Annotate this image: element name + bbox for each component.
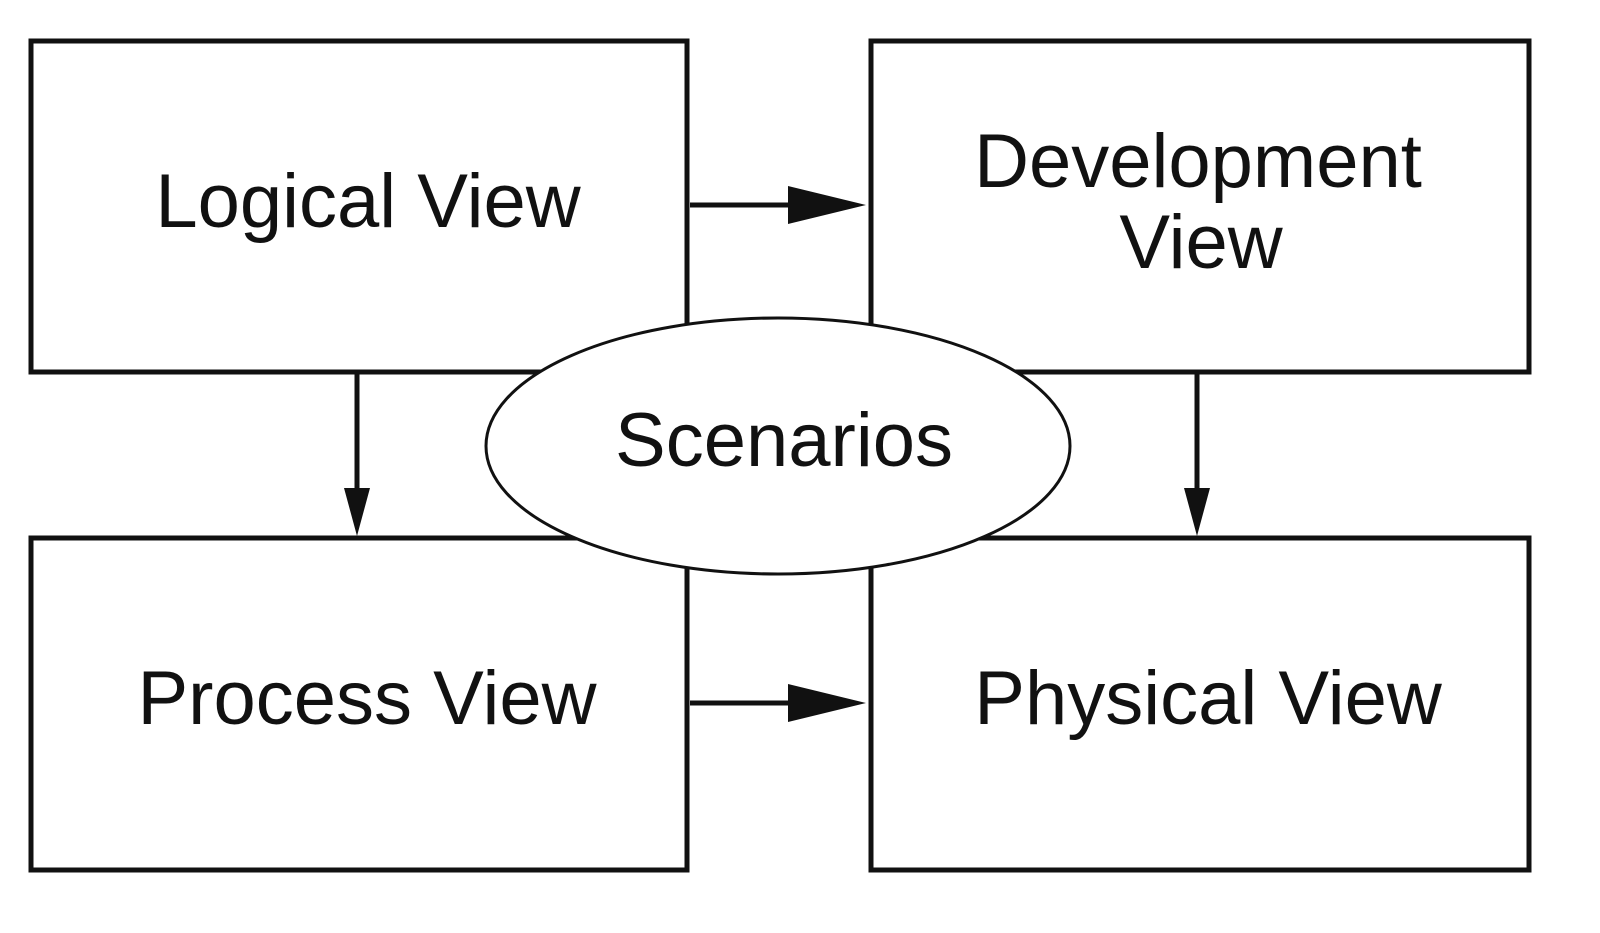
physical-view-label: Physical View	[974, 656, 1443, 741]
arrowhead-down-icon	[344, 488, 370, 536]
edge-process-to-physical	[690, 684, 866, 722]
development-view-box	[868, 38, 1532, 375]
logical-view-box	[28, 38, 690, 375]
logical-view-label: Logical View	[155, 159, 581, 244]
development-view-label-line1: Development	[974, 119, 1422, 204]
process-view-label: Process View	[137, 656, 597, 741]
edge-logical-to-development	[690, 186, 866, 224]
arrowhead-right-icon	[788, 684, 866, 722]
physical-view-box	[868, 535, 1532, 873]
scenarios-ellipse	[484, 316, 1072, 576]
arrowhead-right-icon	[788, 186, 866, 224]
edge-logical-to-process	[344, 374, 370, 536]
development-view-label-line2: View	[1119, 200, 1283, 285]
arrowhead-down-icon	[1184, 488, 1210, 536]
edge-development-to-physical	[1184, 374, 1210, 536]
scenarios-label: Scenarios	[615, 398, 953, 483]
process-view-box	[28, 535, 690, 873]
